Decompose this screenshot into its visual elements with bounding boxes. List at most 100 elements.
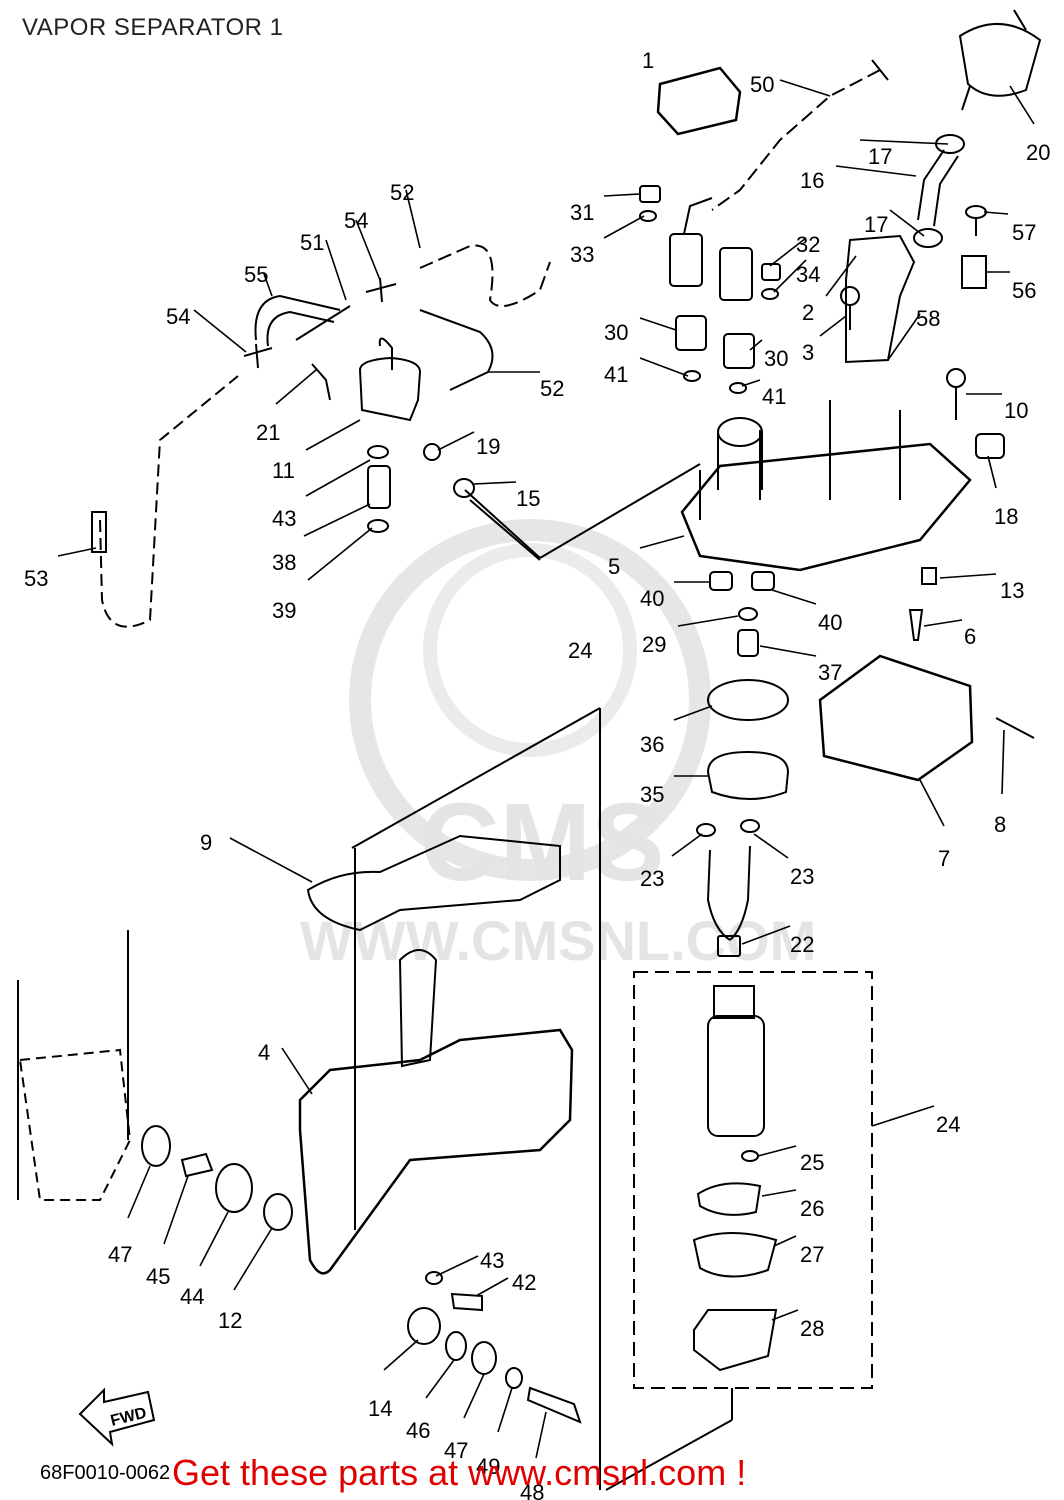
watermark-url: WWW.CMSNL.COM xyxy=(300,909,816,972)
callout-23: 23 xyxy=(790,864,814,889)
callout-56: 56 xyxy=(1012,278,1036,303)
leader-line xyxy=(535,1411,547,1459)
callout-35: 35 xyxy=(640,782,664,807)
callout-45: 45 xyxy=(146,1264,170,1289)
callout-40: 40 xyxy=(818,610,842,635)
leader-line xyxy=(871,1105,935,1127)
callout-21: 21 xyxy=(256,420,280,445)
leader-line xyxy=(889,209,925,237)
fwd-arrow: FWD xyxy=(78,1387,156,1447)
leader-line xyxy=(355,219,381,281)
callout-9: 9 xyxy=(200,830,212,855)
leader-line xyxy=(983,211,1009,215)
leader-line xyxy=(741,925,791,945)
callout-13: 13 xyxy=(1000,578,1024,603)
leader-line xyxy=(819,315,847,337)
leader-line xyxy=(671,833,703,857)
callout-27: 27 xyxy=(800,1242,824,1267)
callout-6: 6 xyxy=(964,624,976,649)
leader-line xyxy=(425,1359,455,1399)
callout-46: 46 xyxy=(406,1418,430,1443)
callout-12: 12 xyxy=(218,1308,242,1333)
leader-line xyxy=(305,459,371,497)
leader-line xyxy=(303,503,371,537)
diagram-title: VAPOR SEPARATOR 1 xyxy=(22,14,284,41)
callout-10: 10 xyxy=(1004,398,1028,423)
callout-39: 39 xyxy=(272,598,296,623)
callout-31: 31 xyxy=(570,200,594,225)
leader-line xyxy=(761,1189,797,1197)
callout-17: 17 xyxy=(868,144,892,169)
callout-34: 34 xyxy=(796,262,820,287)
callout-33: 33 xyxy=(570,242,594,267)
callout-24: 24 xyxy=(936,1112,960,1137)
callout-54: 54 xyxy=(166,304,190,329)
leader-line xyxy=(639,535,685,549)
leader-line xyxy=(263,273,273,297)
callout-40: 40 xyxy=(640,586,664,611)
callout-30: 30 xyxy=(604,320,628,345)
watermark: CMS WWW.CMSNL.COM xyxy=(300,519,816,972)
callout-47: 47 xyxy=(444,1438,468,1463)
callout-41: 41 xyxy=(762,384,786,409)
leader-line xyxy=(435,1255,479,1277)
callout-36: 36 xyxy=(640,732,664,757)
leader-line xyxy=(639,357,689,377)
leader-line xyxy=(771,589,817,605)
callout-2: 2 xyxy=(802,300,814,325)
leader-line xyxy=(437,431,475,451)
leader-line xyxy=(919,779,945,827)
leader-line xyxy=(405,189,421,249)
leader-line xyxy=(677,615,739,627)
callout-43: 43 xyxy=(272,506,296,531)
callout-26: 26 xyxy=(800,1196,824,1221)
leader-line xyxy=(835,165,917,177)
leader-line xyxy=(603,215,645,239)
callout-44: 44 xyxy=(180,1284,204,1309)
callout-22: 22 xyxy=(790,932,814,957)
callout-28: 28 xyxy=(800,1316,824,1341)
leader-line xyxy=(233,1227,273,1291)
callout-1: 1 xyxy=(642,48,654,73)
promo-link[interactable]: Get these parts at www.cmsnl.com ! xyxy=(172,1452,747,1493)
callout-14: 14 xyxy=(368,1396,392,1421)
callout-3: 3 xyxy=(802,340,814,365)
callout-52: 52 xyxy=(540,376,564,401)
callout-51: 51 xyxy=(300,230,324,255)
leader-line xyxy=(383,1339,419,1371)
callout-57: 57 xyxy=(1012,220,1036,245)
callout-8: 8 xyxy=(994,812,1006,837)
diagram-code: 68F0010-0062 xyxy=(40,1462,171,1484)
leader-line xyxy=(229,837,313,883)
leader-line xyxy=(1001,729,1005,795)
leader-line xyxy=(305,419,361,451)
leader-line xyxy=(749,339,763,351)
callout-24: 24 xyxy=(568,638,592,663)
callout-52: 52 xyxy=(390,180,414,205)
leader-line xyxy=(939,573,997,579)
leader-line xyxy=(307,527,373,581)
callout-17: 17 xyxy=(864,212,888,237)
callout-53: 53 xyxy=(24,566,48,591)
leader-line xyxy=(887,313,921,361)
callout-38: 38 xyxy=(272,550,296,575)
leader-line xyxy=(163,1175,189,1245)
leader-line xyxy=(497,1387,513,1433)
callout-55: 55 xyxy=(244,262,268,287)
callout-54: 54 xyxy=(344,208,368,233)
callout-20: 20 xyxy=(1026,140,1050,165)
callout-29: 29 xyxy=(642,632,666,657)
leader-line xyxy=(825,255,857,297)
leader-line xyxy=(475,1277,509,1297)
leader-line xyxy=(603,193,641,197)
leader-line xyxy=(1009,85,1035,125)
leader-line xyxy=(57,547,97,557)
callout-47: 47 xyxy=(108,1242,132,1267)
leader-line xyxy=(199,1211,229,1267)
callout-19: 19 xyxy=(476,434,500,459)
callout-30: 30 xyxy=(764,346,788,371)
leader-line xyxy=(779,79,831,97)
leader-line xyxy=(473,481,517,485)
leader-line xyxy=(753,833,789,859)
